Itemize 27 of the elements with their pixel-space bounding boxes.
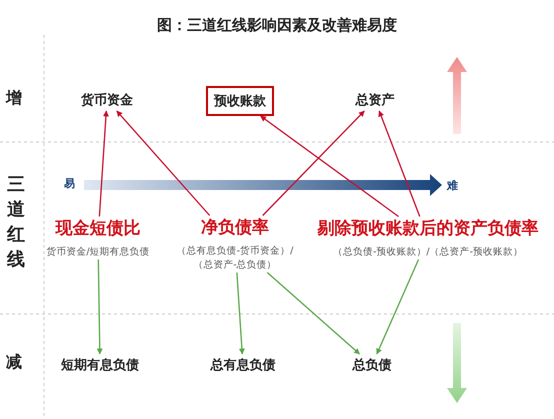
axis-label: 难 xyxy=(447,178,458,193)
arrow xyxy=(262,110,365,216)
formula-text: 货币资金/短期有息负债 xyxy=(45,246,151,260)
arrow xyxy=(378,110,420,217)
factor-label: 短期有息负债 xyxy=(57,354,143,376)
ratio-name: 现金短债比 xyxy=(54,218,142,240)
arrow xyxy=(266,272,360,354)
arrow xyxy=(376,259,420,355)
ratio-name: 净负债率 xyxy=(200,216,270,238)
arrow xyxy=(236,272,245,355)
factor-label: 总资产 xyxy=(352,89,398,111)
text-box: 预收账款 xyxy=(206,86,274,116)
row-label: 减 xyxy=(6,352,22,373)
factor-label: 总有息负债 xyxy=(206,354,280,376)
arrow xyxy=(116,110,210,216)
arrow xyxy=(98,110,109,217)
row-label: 增 xyxy=(6,88,22,109)
title: 图：三道红线影响因素及改善难易度 xyxy=(157,16,397,34)
arrow xyxy=(96,260,103,355)
axis-label: 易 xyxy=(64,176,75,191)
formula-text: （总有息负债-货币资金）/（总资产-总负债） xyxy=(176,244,294,272)
row-label: 三道红线 xyxy=(7,173,25,272)
arrow xyxy=(260,115,399,218)
factor-label: 总负债 xyxy=(348,354,396,376)
ratio-name: 剔除预收账款后的资产负债率 xyxy=(316,218,540,240)
formula-text: （总负债-预收账款）/（总资产-预收账款） xyxy=(332,246,524,260)
factor-label: 货币资金 xyxy=(77,89,137,111)
